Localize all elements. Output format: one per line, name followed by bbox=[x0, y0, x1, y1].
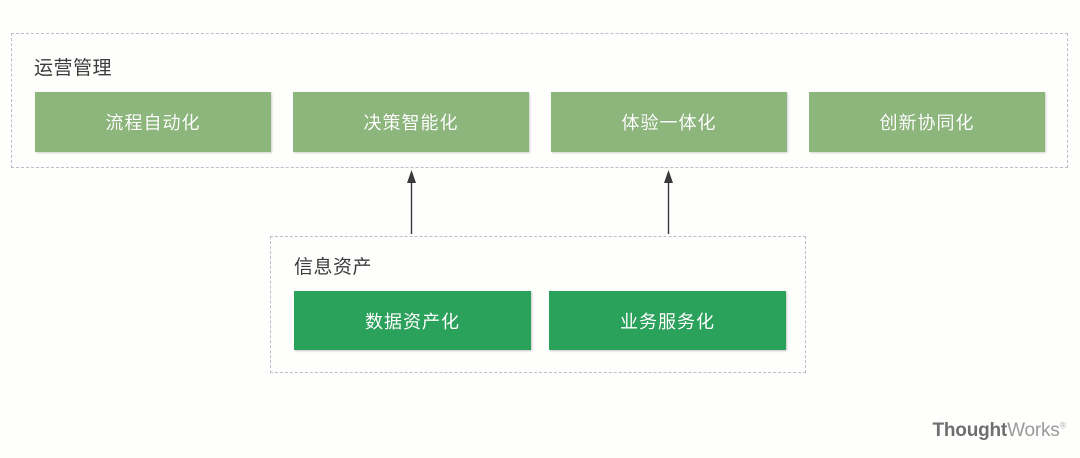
logo-bold-text: Thought bbox=[932, 420, 1008, 441]
node-process-automation[interactable]: 流程自动化 bbox=[35, 92, 271, 152]
logo-trademark: ® bbox=[1059, 420, 1067, 431]
panel-information-assets: 信息资产 数据资产化 业务服务化 bbox=[270, 236, 806, 373]
arrow-assets-to-ops-right bbox=[663, 170, 674, 234]
node-business-servitization[interactable]: 业务服务化 bbox=[549, 291, 786, 350]
node-innovation-collaboration[interactable]: 创新协同化 bbox=[809, 92, 1045, 152]
panel-title-information-assets: 信息资产 bbox=[294, 257, 373, 278]
node-row-operations: 流程自动化 决策智能化 体验一体化 创新协同化 bbox=[35, 92, 1045, 152]
arrow-assets-to-ops-left bbox=[406, 170, 417, 234]
logo-regular-text: Works bbox=[1007, 420, 1060, 441]
panel-title-operations-management: 运营管理 bbox=[34, 58, 113, 79]
node-row-assets: 数据资产化 业务服务化 bbox=[294, 291, 786, 350]
node-data-assetization[interactable]: 数据资产化 bbox=[294, 291, 531, 350]
node-experience-integration[interactable]: 体验一体化 bbox=[551, 92, 787, 152]
node-decision-intelligence[interactable]: 决策智能化 bbox=[293, 92, 529, 152]
panel-operations-management: 运营管理 流程自动化 决策智能化 体验一体化 创新协同化 bbox=[11, 33, 1068, 168]
thoughtworks-logo: ThoughtWorks® bbox=[933, 420, 1067, 442]
